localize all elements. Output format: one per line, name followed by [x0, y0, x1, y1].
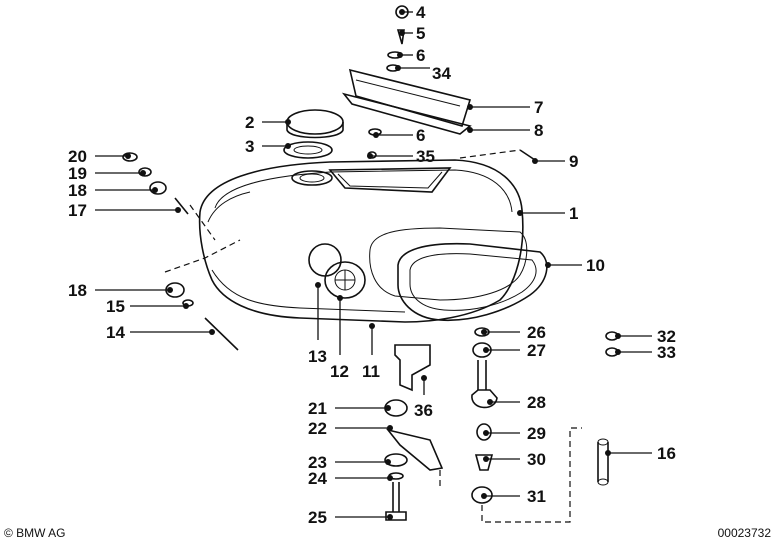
callout-17: 17: [68, 201, 87, 220]
callout-8: 8: [534, 121, 543, 140]
callout-32: 32: [657, 327, 676, 346]
callout-35: 35: [416, 147, 435, 166]
callout-23: 23: [308, 453, 327, 472]
filler-cap: [286, 109, 344, 139]
callout-9: 9: [569, 152, 578, 171]
fuel-tank: [198, 159, 528, 323]
callout-3: 3: [245, 137, 254, 156]
fuel-hose: [597, 438, 609, 486]
callout-21: 21: [308, 399, 327, 418]
callout-7: 7: [534, 98, 543, 117]
callout-18b: 18: [68, 281, 87, 300]
callout-31: 31: [527, 487, 546, 506]
tank-badge: [308, 243, 366, 299]
callout-25: 25: [308, 508, 327, 527]
cover-plate: [348, 68, 472, 127]
callout-4: 4: [416, 3, 426, 22]
callout-13: 13: [308, 347, 327, 366]
mounting-bracket: [394, 344, 431, 392]
callout-27: 27: [527, 341, 546, 360]
filler-gasket: [283, 141, 333, 159]
fuel-tap-stack: [471, 327, 582, 523]
callout-30: 30: [527, 450, 546, 469]
callout-24: 24: [308, 469, 327, 488]
callout-33: 33: [657, 343, 676, 362]
leader-lines: [95, 9, 652, 520]
callout-36: 36: [414, 401, 433, 420]
callout-18a: 18: [68, 181, 87, 200]
copyright-notice: © BMW AG: [4, 526, 66, 540]
callout-28: 28: [527, 393, 546, 412]
callout-2: 2: [245, 113, 254, 132]
callout-6b: 6: [416, 126, 425, 145]
cover-gasket: [341, 92, 472, 135]
callout-6a: 6: [416, 46, 425, 65]
callout-1: 1: [569, 204, 578, 223]
callout-10: 10: [586, 256, 605, 275]
left-fasteners: [122, 152, 241, 351]
knee-pad: [397, 242, 548, 322]
callout-34: 34: [432, 64, 451, 83]
callout-19: 19: [68, 164, 87, 183]
callout-15: 15: [106, 297, 125, 316]
callout-29: 29: [527, 424, 546, 443]
callout-22: 22: [308, 419, 327, 438]
callout-5: 5: [416, 24, 425, 43]
callout-16: 16: [657, 444, 676, 463]
filler-neck: [291, 170, 333, 186]
callout-11: 11: [362, 362, 380, 381]
callout-12: 12: [330, 362, 349, 381]
drawing-number: 00023732: [717, 526, 771, 540]
callout-20: 20: [68, 147, 87, 166]
callout-labels: 4 5 6 34 7 8 6 35 9 1 10 2 3 20 19 18 17…: [68, 3, 676, 527]
callout-26: 26: [527, 323, 546, 342]
breather-line: [459, 149, 536, 161]
callout-14: 14: [106, 323, 125, 342]
